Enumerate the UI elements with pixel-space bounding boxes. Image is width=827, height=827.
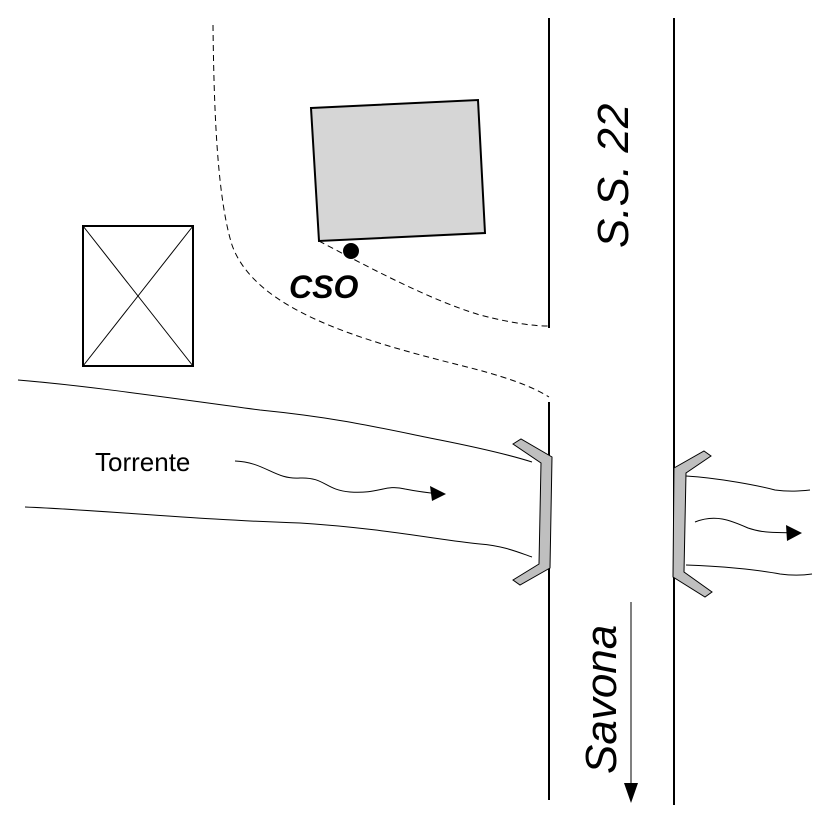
crossed-box xyxy=(82,225,194,367)
building xyxy=(309,98,487,243)
stream-left-bank-bottom xyxy=(24,506,533,558)
culvert-right xyxy=(672,450,713,598)
direction-arrowhead xyxy=(624,783,638,803)
road-name-label: S.S. 22 xyxy=(589,104,638,248)
dashed-boundary-inner xyxy=(318,240,550,327)
flow-arrowhead-right xyxy=(786,525,802,541)
stream-right-bank-top xyxy=(685,475,811,492)
cso-point xyxy=(343,243,359,259)
dashed-boundary-outer xyxy=(212,24,550,398)
flow-arrowhead-left xyxy=(430,486,446,501)
culvert-left xyxy=(512,438,553,586)
cso-label: CSO xyxy=(289,269,358,305)
stream-label: Torrente xyxy=(95,447,190,477)
direction-label: Savona xyxy=(577,625,626,774)
flow-arrow-left xyxy=(234,460,441,495)
stream-right-bank-bottom xyxy=(685,564,813,576)
stream-left-bank-top xyxy=(17,379,533,463)
flow-arrow-right xyxy=(694,517,794,534)
